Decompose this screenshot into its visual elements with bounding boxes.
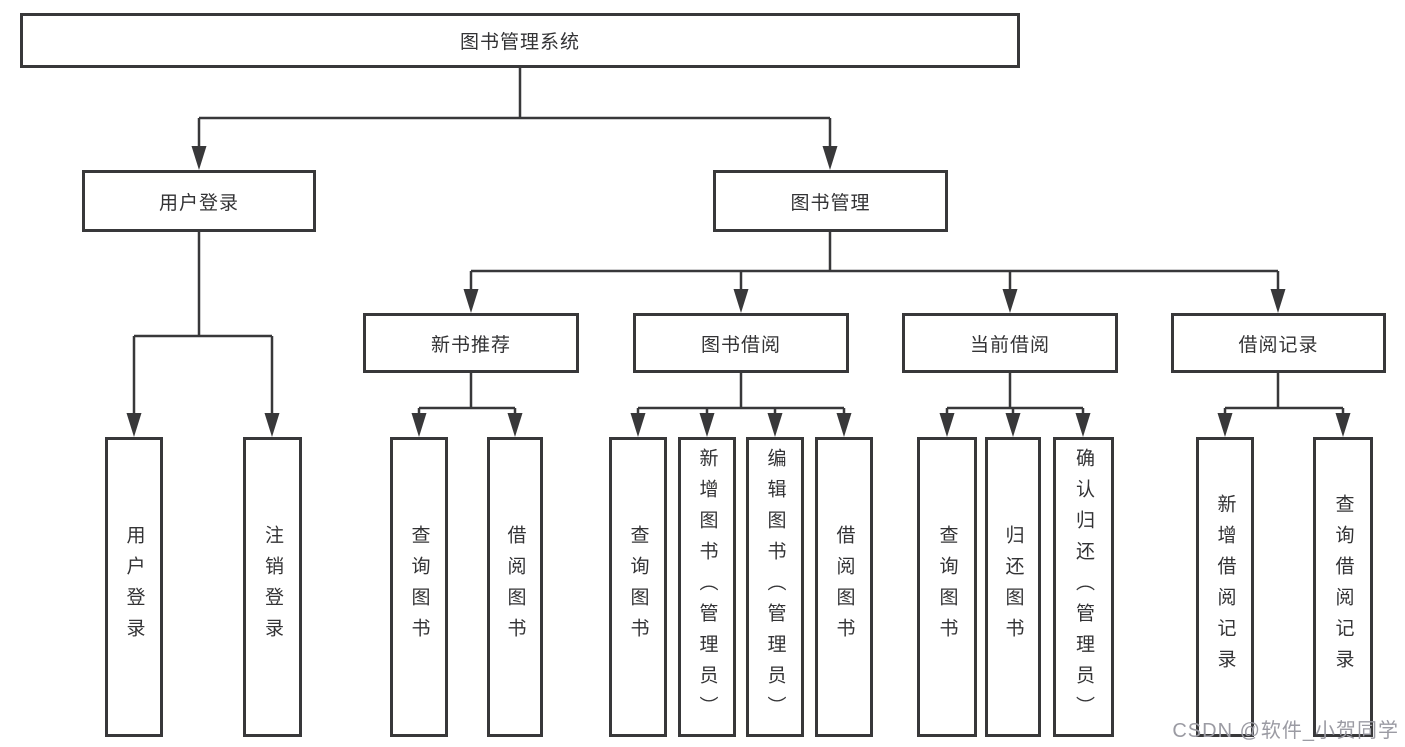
arrowhead <box>1217 413 1233 437</box>
node-new-books: 新书推荐 <box>363 313 579 373</box>
arrowhead <box>939 413 955 437</box>
arrowhead <box>1002 289 1018 313</box>
arrowhead <box>1335 413 1351 437</box>
node-book-mgmt: 图书管理 <box>713 170 948 232</box>
arrowhead <box>836 413 852 437</box>
leaf-return-books: 归还图书 <box>985 437 1041 737</box>
leaf-query-borrow-record: 查询借阅记录 <box>1313 437 1373 737</box>
arrowhead <box>191 146 207 170</box>
leaf-add-books-admin: 新增图书（管理员） <box>678 437 736 737</box>
node-current-borrow: 当前借阅 <box>902 313 1118 373</box>
arrowhead <box>699 413 715 437</box>
arrowhead <box>822 146 838 170</box>
arrowhead <box>630 413 646 437</box>
arrowhead <box>1005 413 1021 437</box>
watermark-text: CSDN @软件_小贺同学 <box>1172 720 1399 742</box>
leaf-query-books-1: 查询图书 <box>390 437 448 737</box>
arrowhead <box>463 289 479 313</box>
leaf-logout: 注销登录 <box>243 437 302 737</box>
leaf-query-books-2: 查询图书 <box>609 437 667 737</box>
leaf-user-login: 用户登录 <box>105 437 163 737</box>
leaf-query-books-3: 查询图书 <box>917 437 977 737</box>
arrowhead <box>733 289 749 313</box>
arrowhead <box>1075 413 1091 437</box>
arrowhead <box>126 413 142 437</box>
arrowhead <box>507 413 523 437</box>
arrowhead <box>264 413 280 437</box>
leaf-borrow-books-2: 借阅图书 <box>815 437 873 737</box>
arrowhead <box>767 413 783 437</box>
leaf-edit-books-admin: 编辑图书（管理员） <box>746 437 804 737</box>
leaf-borrow-books-1: 借阅图书 <box>487 437 543 737</box>
node-root: 图书管理系统 <box>20 13 1020 68</box>
node-borrow-records: 借阅记录 <box>1171 313 1386 373</box>
node-user-login: 用户登录 <box>82 170 316 232</box>
arrowhead <box>1270 289 1286 313</box>
node-book-borrow: 图书借阅 <box>633 313 849 373</box>
arrowhead <box>411 413 427 437</box>
leaf-add-borrow-record: 新增借阅记录 <box>1196 437 1254 737</box>
leaf-confirm-return-admin: 确认归还（管理员） <box>1053 437 1114 737</box>
